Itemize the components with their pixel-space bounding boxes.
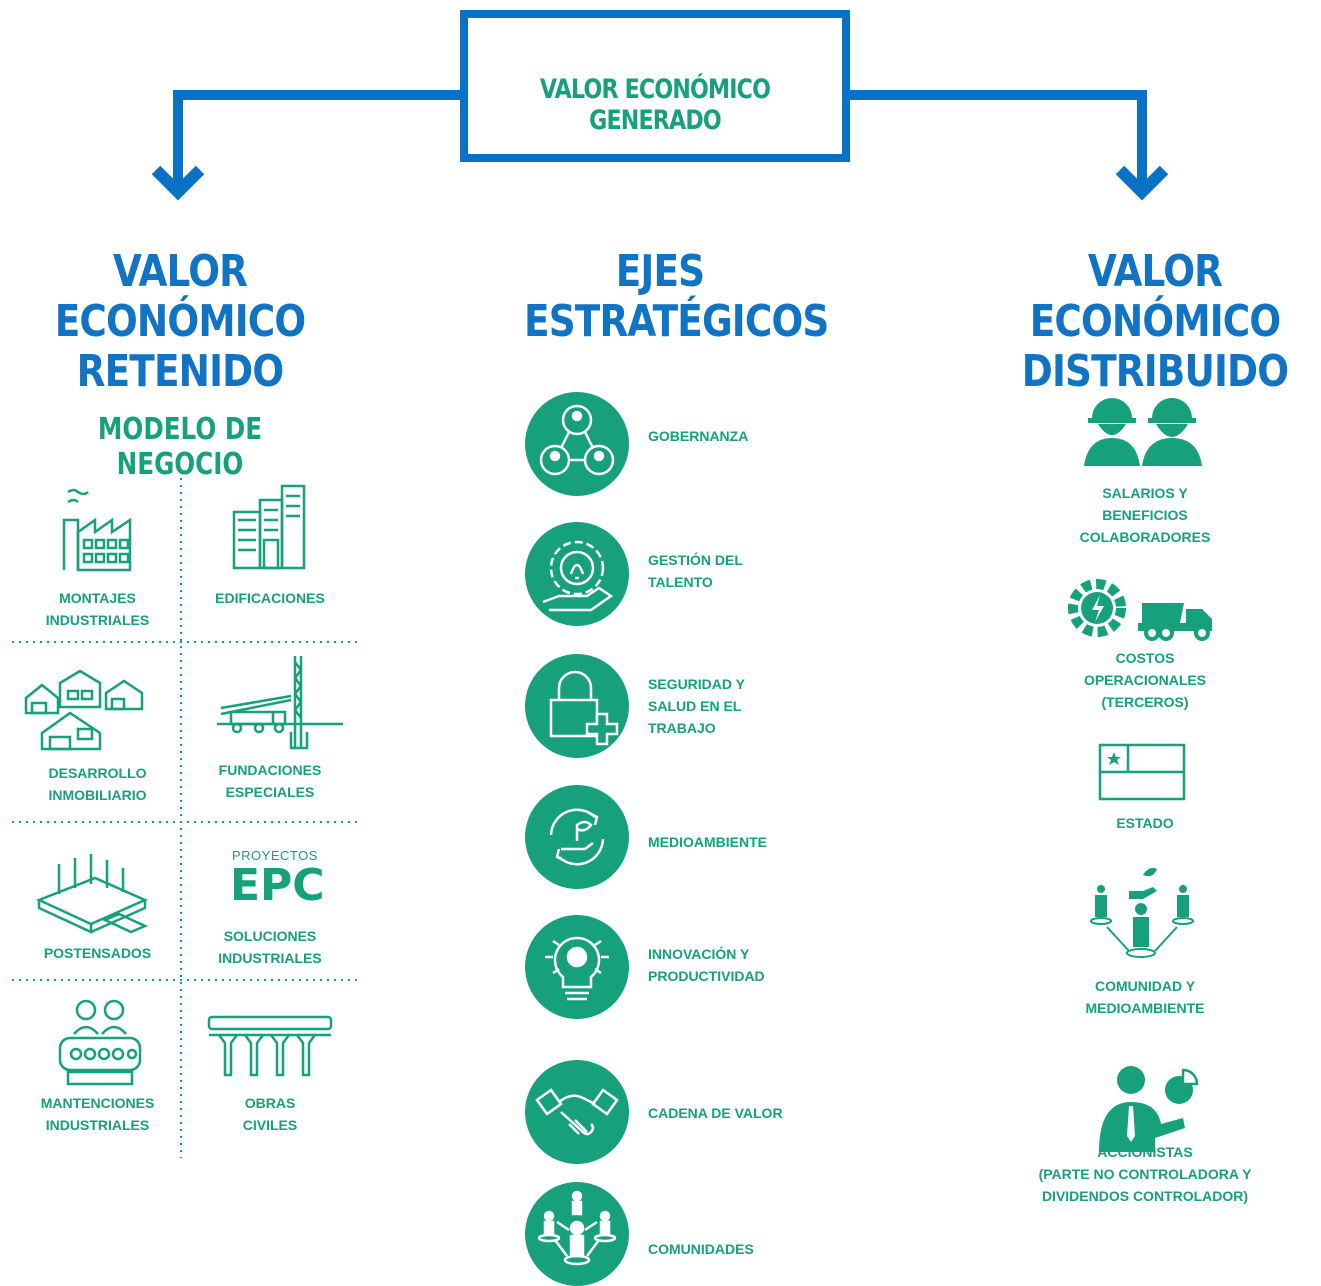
bm-label-edificaciones: EDIFICACIONES xyxy=(215,590,325,606)
buildings-icon xyxy=(232,484,306,570)
workers-helmet-icon xyxy=(1084,398,1202,466)
epc-label: EPC xyxy=(230,860,325,911)
community-plant-icon xyxy=(1090,867,1194,958)
lock-cross-icon xyxy=(525,654,629,758)
connector-right xyxy=(850,90,1147,185)
generated-value-box: VALOR ECONÓMICO GENERADO xyxy=(460,10,850,162)
axis-label-medioambiente: MEDIOAMBIENTE xyxy=(648,834,767,850)
axis-label-gobernanza: GOBERNANZA xyxy=(648,428,749,444)
community-network-icon xyxy=(525,1182,629,1286)
retained-title-line2: RETENIDO xyxy=(76,346,285,397)
connector-left xyxy=(173,90,460,185)
bm-label-postensados: POSTENSADOS xyxy=(43,945,152,961)
retained-title-line1: VALOR ECONÓMICO xyxy=(54,246,306,347)
arrowhead-right xyxy=(1115,165,1169,201)
axis-label-cadena: CADENA DE VALOR xyxy=(648,1105,783,1121)
retained-title: VALOR ECONÓMICO RETENIDO xyxy=(44,247,316,397)
axis-label-comunidades: COMUNIDADES xyxy=(648,1241,754,1257)
energy-gear-truck-icon xyxy=(1068,579,1212,641)
epc-projects-label: PROYECTOS xyxy=(232,848,318,863)
dist-label-estado: ESTADO xyxy=(1116,815,1174,831)
strategic-title: EJES ESTRATÉGICOS xyxy=(524,246,829,347)
distributed-title: VALOR ECONÓMICO DISTRIBUIDO xyxy=(1019,247,1291,397)
distributed-title-line1: VALOR ECONÓMICO xyxy=(1029,246,1281,347)
distributed-title-line2: DISTRIBUIDO xyxy=(1021,346,1289,397)
lightbulb-gear-icon xyxy=(525,915,629,1019)
viaduct-icon xyxy=(207,1015,333,1077)
businessman-chart-icon xyxy=(1099,1066,1199,1152)
slab-icon xyxy=(35,854,149,934)
strategic-title-line2: ESTRATÉGICOS xyxy=(524,296,829,347)
recycle-plant-icon xyxy=(525,785,629,889)
generated-value-label: VALOR ECONÓMICO GENERADO xyxy=(539,74,771,136)
houses-icon xyxy=(24,669,144,751)
workers-conveyor-icon xyxy=(58,999,142,1086)
arrowhead-left xyxy=(151,165,205,201)
crane-truck-icon xyxy=(217,656,343,750)
gear-hand-idea-icon xyxy=(525,522,629,626)
chile-flag-icon xyxy=(1098,743,1186,801)
handshake-icon xyxy=(525,1060,629,1164)
business-model-grid xyxy=(12,478,362,1158)
strategic-title-line1: EJES xyxy=(615,246,705,297)
flow-connectors xyxy=(151,90,1169,201)
factory-icon xyxy=(62,488,132,572)
network-people-icon xyxy=(525,392,629,496)
business-model-title: MODELO DE NEGOCIO xyxy=(97,412,263,482)
